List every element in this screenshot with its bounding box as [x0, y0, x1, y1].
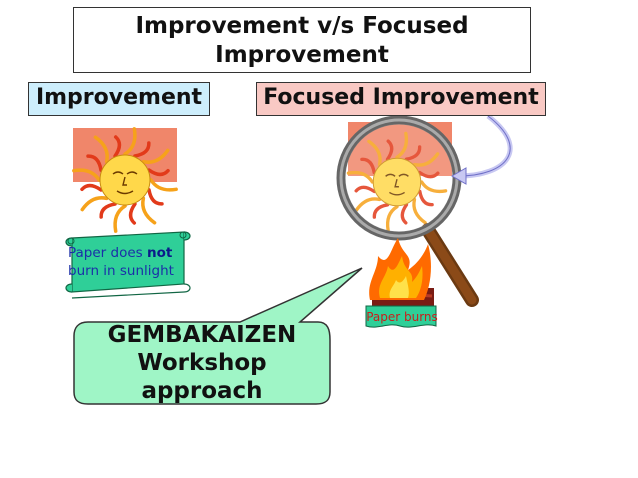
sun-feature [116, 190, 134, 195]
sun-ray [418, 189, 434, 207]
sun-feature [398, 173, 409, 177]
callout-line1: GEMBAKAIZEN [107, 322, 297, 348]
sun-ray [412, 197, 427, 225]
sun-ray [354, 185, 376, 194]
paper-icon [365, 305, 437, 328]
callout-bubble [73, 267, 363, 405]
sun-ray [420, 180, 448, 194]
sun-ray [113, 204, 127, 233]
scroll-text: Paper does not burn in sunlight [66, 244, 188, 280]
sun-ray [149, 178, 178, 192]
sun-feature [112, 171, 124, 175]
sun-face [99, 154, 151, 206]
sun-ray [147, 168, 170, 177]
sun-ray [128, 202, 137, 225]
sun-ray [385, 139, 394, 161]
sun-ray [354, 197, 382, 212]
sun-ray [395, 131, 409, 159]
sun-ray [113, 135, 122, 158]
callout-text: GEMBAKAIZEN Workshop approach [96, 321, 308, 405]
sun-ray [418, 170, 440, 179]
sun-ray [123, 127, 137, 156]
sun-feature [394, 178, 399, 188]
sun-illustration-left [72, 127, 178, 233]
curved-arrow-icon [450, 114, 513, 185]
improvement-label: Improvement [28, 82, 210, 116]
sun-feature [385, 173, 396, 177]
sun-ray [400, 203, 409, 225]
sun-ray [141, 196, 157, 225]
sun-ray [141, 148, 170, 164]
sun-ray [360, 157, 376, 175]
sun-feature [122, 176, 127, 186]
scroll-text-line2: burn in sunlight [68, 263, 174, 279]
sun-ray [367, 139, 382, 167]
sun-ray [147, 188, 164, 206]
scroll-shape [65, 231, 191, 299]
sun-ray [346, 170, 374, 184]
sun-ray [72, 168, 101, 182]
sun-ray [86, 154, 103, 172]
burn-caption: Paper burns [366, 310, 438, 324]
focused-improvement-label: Focused Improvement [256, 82, 546, 116]
sun-feature [389, 191, 405, 196]
sun-ray [404, 145, 422, 161]
slide-title-line2: Improvement [215, 42, 389, 68]
sun-ray [80, 196, 109, 212]
sun-ray [93, 135, 109, 164]
sun-ray [372, 203, 390, 219]
sun-ray [133, 141, 151, 158]
scroll-text-bold: not [146, 245, 173, 261]
scroll-text-pre: Paper does [68, 245, 147, 261]
sun-ray [385, 205, 399, 233]
sun-ray [80, 183, 103, 192]
sun-ray [412, 152, 440, 167]
slide-title: Improvement v/s Focused Improvement [73, 7, 531, 73]
magnifying-glass-icon [336, 115, 479, 307]
slide-title-line1: Improvement v/s Focused [135, 13, 469, 39]
fire-icon [369, 238, 434, 310]
sun-feature [126, 171, 138, 175]
sun-ray [99, 202, 117, 219]
callout-line3: approach [141, 378, 263, 404]
callout-line2: Workshop [137, 350, 267, 376]
